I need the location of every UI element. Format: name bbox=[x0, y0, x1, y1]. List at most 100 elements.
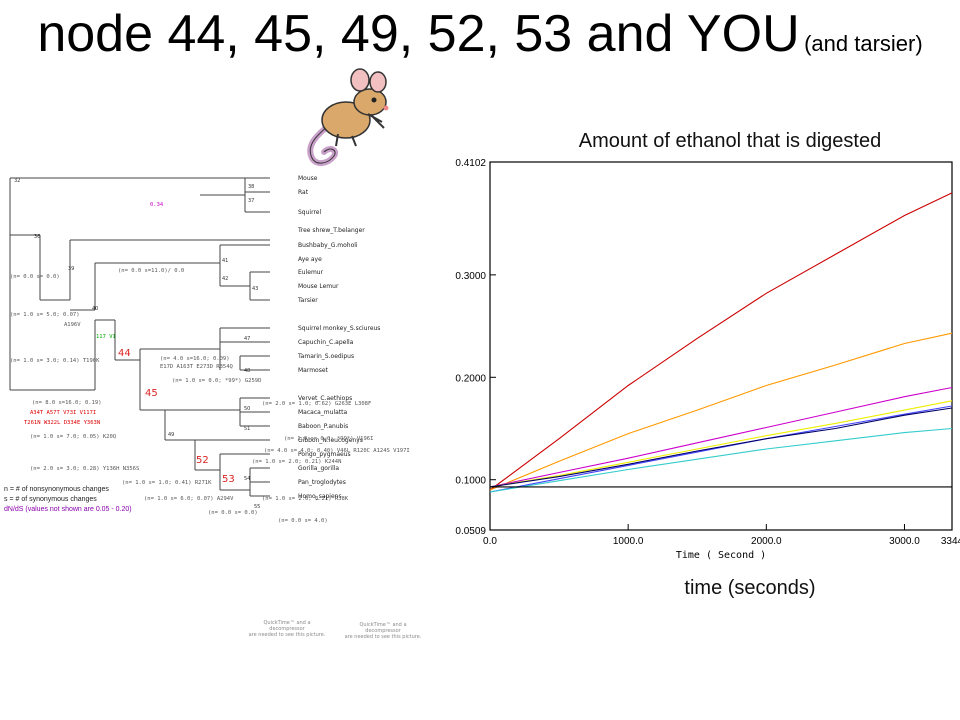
y-tick-label: 0.0509 bbox=[455, 526, 486, 537]
x-tick-label: 2000.0 bbox=[751, 536, 782, 547]
taxon-label: Tree shrew_T.belanger bbox=[297, 227, 365, 234]
taxon-label: Baboon_P.anubis bbox=[298, 423, 348, 430]
node-id: 52 bbox=[196, 455, 209, 466]
node-id: 44 bbox=[118, 348, 131, 359]
tree-legend-line: n = # of nonsynonymous changes bbox=[4, 486, 109, 493]
placeholder-line: are needed to see this picture. bbox=[248, 632, 326, 638]
y-tick-label: 0.4102 bbox=[455, 158, 486, 169]
x-axis-label: Time ( Second ) bbox=[676, 550, 766, 561]
node-id: 37 bbox=[248, 198, 254, 204]
branch-annotation: (n= 0.0 s= 0.0) bbox=[10, 274, 60, 280]
taxon-label: Tamarin_S.oedipus bbox=[297, 353, 354, 360]
branch-annotation: (n= 2.0 s= 1.0; 0.62) G263E L308F bbox=[262, 401, 371, 407]
taxon-label: Pan_troglodytes bbox=[298, 479, 346, 486]
node-id: 55 bbox=[254, 504, 260, 510]
taxon-label: Squirrel monkey_S.sciureus bbox=[298, 325, 380, 332]
taxon-label: Aye aye bbox=[298, 256, 322, 263]
branch-annotation: (n= 0.0 s=11.0)/ 0.0 bbox=[118, 268, 184, 274]
taxon-label: Vervet_C.aethiops bbox=[298, 395, 352, 402]
placeholder-line: QuickTime™ and a bbox=[359, 622, 407, 628]
series-line bbox=[489, 386, 953, 488]
branch-annotation: (n= 4.0 s=16.0; 0.09) bbox=[160, 356, 230, 362]
title-paren: (and tarsier) bbox=[804, 31, 923, 56]
taxon-label: Mouse bbox=[298, 175, 318, 182]
taxon-label: Macaca_mulatta bbox=[298, 409, 348, 416]
taxon-label: Eulemur bbox=[298, 269, 324, 276]
branch-annotation: (n= 1.0 s= 1.0; 0.41) R271K bbox=[122, 480, 212, 486]
branch-annotation: (n= 0.0 s= 0.0) bbox=[208, 510, 258, 516]
node-id: 47 bbox=[244, 336, 250, 342]
branch-annotation: (n= 1.0 s= 0.0; *99*) G259D bbox=[172, 378, 261, 384]
node-id: 45 bbox=[145, 388, 158, 399]
quicktime-placeholder-1: QuickTime™ and a decompressor are needed… bbox=[244, 620, 330, 638]
taxon-label: Squirrel bbox=[298, 209, 321, 216]
branch-annotation: (n= 0.0 s= 4.0) bbox=[278, 518, 328, 524]
branch-annotation: (n= 8.0 s=16.0; 0.19) bbox=[32, 400, 102, 406]
branch-annotation: T261N W322L D334E Y363N bbox=[24, 420, 100, 426]
branch-annotation: 117 VI bbox=[96, 334, 116, 340]
tree-legend-line: s = # of synonymous changes bbox=[4, 496, 97, 503]
taxon-label: Mouse Lemur bbox=[298, 283, 339, 290]
branch-annotation: (n= 1.0 s= 7.0; 0.05) K20Q bbox=[30, 434, 116, 440]
node-id: 49 bbox=[168, 432, 174, 438]
branch-annotation: E17D A163T E273D R354Q bbox=[160, 364, 233, 370]
taxon-label: Homo_sapiens bbox=[298, 493, 342, 500]
ethanol-line-chart: 0.0 1000.0 2000.0 3000.0 3344 0.0509 0.1000 0.2… bbox=[455, 158, 960, 561]
chart-title: Amount of ethanol that is digested bbox=[578, 130, 882, 152]
node-id: 53 bbox=[222, 474, 235, 485]
mouse-icon bbox=[307, 68, 389, 166]
taxon-label: Rat bbox=[298, 189, 309, 196]
y-tick-label: 0.3000 bbox=[455, 271, 486, 282]
series-line bbox=[489, 427, 953, 493]
branch-annotation: A196V bbox=[64, 322, 81, 328]
x-tick-label: 1000.0 bbox=[613, 536, 644, 547]
taxon-label: Pongo_pygmaeus bbox=[298, 451, 351, 458]
title-main: node 44, 45, 49, 52, 53 and YOU bbox=[37, 5, 800, 63]
node-id: 41 bbox=[222, 258, 228, 264]
node-id: 43 bbox=[252, 286, 258, 292]
x-tick-label: 0.0 bbox=[483, 536, 497, 547]
node-id: 36 bbox=[34, 234, 40, 240]
branch-annotation: 0.34 bbox=[150, 202, 164, 208]
x-axis-caption: time (seconds) bbox=[684, 577, 816, 599]
branch-annotation: (n= 4.0 s= 4.0; 0.40) V46L R120C A124S V… bbox=[264, 448, 410, 454]
y-tick-label: 0.2000 bbox=[455, 373, 486, 384]
branch-annotation: (n= 1.0 s= 2.0; 0.21) R38K bbox=[262, 496, 349, 502]
node-id: 51 bbox=[244, 426, 250, 432]
placeholder-line: decompressor bbox=[365, 628, 401, 634]
slide-title: node 44, 45, 49, 52, 53 and YOU (and tar… bbox=[0, 4, 960, 64]
node-id: 39 bbox=[68, 266, 74, 272]
taxon-label: Gibbon_N.leucogenys bbox=[298, 437, 363, 444]
placeholder-line: decompressor bbox=[269, 626, 305, 632]
placeholder-line: QuickTime™ and a bbox=[263, 620, 311, 626]
node-id: 40 bbox=[92, 306, 98, 312]
node-id: 50 bbox=[244, 406, 250, 412]
branch-annotation: (n= 2.0 s= 3.0; 0.28) Y136H N356S bbox=[30, 466, 139, 472]
series-line bbox=[489, 400, 953, 488]
node-id: 42 bbox=[222, 276, 228, 282]
taxon-label: Marmoset bbox=[298, 367, 329, 374]
taxon-label: Capuchin_C.apella bbox=[298, 339, 354, 346]
x-tick-label: 3000.0 bbox=[889, 536, 920, 547]
placeholder-line: are needed to see this picture. bbox=[344, 634, 422, 640]
branch-annotation: (n= 1.0 s= 5.0; 0.07) bbox=[10, 312, 80, 318]
tree-legend-line: dN/dS (values not shown are 0.05 - 0.20) bbox=[4, 506, 132, 513]
node-id: 38 bbox=[248, 184, 254, 190]
node-id: 48 bbox=[244, 368, 250, 374]
taxon-label: Bushbaby_G.moholi bbox=[298, 242, 358, 249]
branch-annotation: A34T A57T V73I V117I bbox=[30, 410, 96, 416]
node-id: 32 bbox=[14, 178, 20, 184]
taxon-label: Gorilla_gorilla bbox=[298, 465, 339, 472]
branch-annotation: (n= 1.0 s= 0.0; *99*) V196I bbox=[284, 436, 373, 442]
x-tick-label: 3344 bbox=[941, 536, 960, 547]
plot-frame bbox=[489, 161, 953, 531]
branch-annotation: (n= 1.0 s= 2.0; 0.21) K244N bbox=[252, 459, 341, 465]
node-id: 54 bbox=[244, 476, 250, 482]
quicktime-placeholder-2: QuickTime™ and a decompressor are needed… bbox=[340, 622, 426, 640]
y-tick-label: 0.1000 bbox=[455, 476, 486, 487]
series-line bbox=[489, 332, 953, 491]
branch-annotation: (n= 1.0 s= 6.0; 0.07) A294V bbox=[144, 496, 234, 502]
series-line bbox=[489, 407, 953, 488]
branch-annotation: (n= 1.0 s= 3.0; 0.14) T190K bbox=[10, 358, 100, 364]
